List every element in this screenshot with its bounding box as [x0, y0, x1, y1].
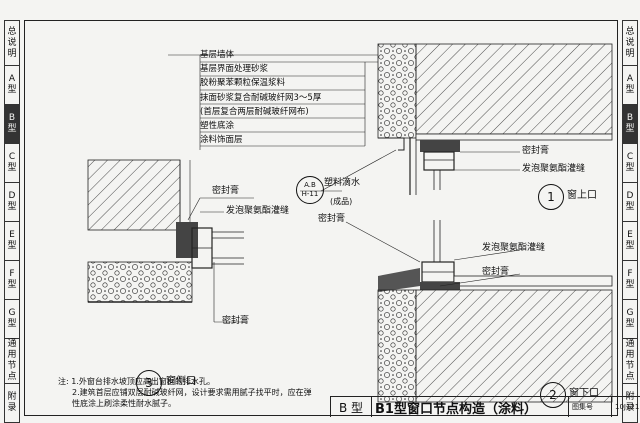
- sill-slab: [453, 275, 613, 287]
- detail2-caption: 窗下口: [569, 388, 599, 399]
- title-block-code: 10J121: [611, 397, 640, 417]
- drawing-frame: [24, 20, 618, 416]
- detail2-number-circle: 2: [540, 382, 566, 408]
- layer-label: 基层界面处理砂浆: [200, 64, 269, 75]
- detail1-sealant-label: 密封膏: [522, 146, 550, 156]
- detail2-sealant-right-label: 密封膏: [482, 267, 510, 277]
- drip-label: 塑料滴水: [324, 178, 361, 188]
- layer-callout-list: 基层墙体基层界面处理砂浆胶粉聚苯颗粒保温浆料抹面砂浆复合耐碱玻纤网3～5厚 (首层…: [200, 48, 321, 147]
- layer-label: (首层复合两层耐碱玻纤网布): [200, 106, 309, 117]
- side-tab: 总说明: [4, 20, 20, 66]
- title-block-title: B1型窗口节点构造（涂料）: [371, 397, 568, 417]
- detail3-foam-label: 发泡聚氨酯灌缝: [226, 206, 290, 216]
- detail3-sealant-top-label: 密封膏: [212, 186, 240, 196]
- note-line: 性底涂上刷涂柔性耐水腻子。: [72, 399, 176, 408]
- notes-block: 注: 1.外窗台排水坡顶应高出窗框的排水孔。 2.建筑首层应铺双层耐碱玻纤网，设计…: [58, 376, 338, 409]
- layer-label: 涂料饰面层: [200, 135, 243, 146]
- lintel-band: [415, 133, 613, 141]
- drip-ref-top: A.B: [304, 181, 316, 189]
- detail2-foam-label: 发泡聚氨酯灌缝: [482, 243, 546, 253]
- masonry-upper: [415, 43, 613, 135]
- layer-label: 基层墙体: [200, 50, 235, 60]
- title-block: B 型 B1型窗口节点构造（涂料） 图集号 10J121: [330, 396, 640, 417]
- detail3-sealant-bottom-label: 密封膏: [222, 316, 250, 326]
- layer-label: 抹面砂浆复合耐碱玻纤网3～5厚: [200, 92, 322, 103]
- title-block-drawing-label: 图集号: [568, 397, 611, 417]
- detail1-foam-label: 发泡聚氨酯灌缝: [522, 164, 586, 174]
- detail3-number-circle: 3: [136, 370, 162, 396]
- masonry-lower: [415, 289, 613, 403]
- insulation-side: [87, 261, 193, 303]
- note-line: 注: 1.外窗台排水坡顶应高出窗框的排水孔。: [58, 377, 215, 386]
- side-tab: 通用节点: [622, 339, 638, 384]
- insulation-upper: [377, 43, 417, 139]
- detail1-caption: 窗上口: [567, 190, 597, 201]
- drip-ref-bottom: H-11: [301, 190, 319, 198]
- detail3-caption: 窗侧口: [166, 376, 196, 387]
- side-frame: [176, 222, 198, 258]
- drip-sub-label: (成品): [330, 197, 353, 206]
- title-block-type: B 型: [330, 397, 371, 417]
- layer-label: 塑性底涂: [200, 121, 235, 132]
- detail1-number-circle: 1: [538, 184, 564, 210]
- drip-reference-circle: A.B H-11: [296, 176, 324, 204]
- note-line: 2.建筑首层应铺双层耐碱玻纤网，设计要求需用腻子找平时，应在弹: [72, 388, 312, 397]
- layer-label: 胶粉聚苯颗粒保温浆料: [200, 78, 286, 89]
- sill-slope: [378, 268, 420, 292]
- frame-top-profile: [423, 151, 455, 171]
- side-tab: 通用节点: [4, 339, 20, 384]
- masonry-side: [87, 159, 181, 231]
- side-tab: 总说明: [622, 20, 638, 66]
- frame-top: [420, 140, 460, 152]
- detail2-sealant-left-label: 密封膏: [318, 214, 346, 224]
- insulation-lower: [377, 289, 417, 403]
